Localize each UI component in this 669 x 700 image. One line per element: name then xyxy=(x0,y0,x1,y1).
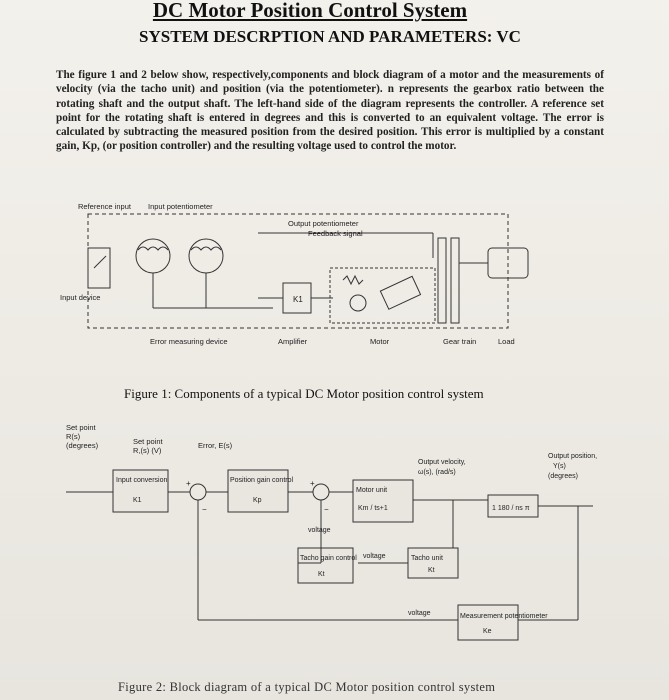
fig2-tacho-gain-block xyxy=(297,547,354,584)
fig2-tacho-unit-block xyxy=(407,547,459,579)
fig2-label-motor-unit-tf: Km / ts+1 xyxy=(358,505,388,512)
fig2-label-voltage-3: voltage xyxy=(408,610,431,617)
fig2-label-gear: 1 180 / ns π xyxy=(492,505,530,512)
fig2-input-conversion-block xyxy=(112,469,169,513)
fig1-gear-icon xyxy=(437,237,447,324)
fig1-label-amplifier: Amplifier xyxy=(278,337,308,346)
fig2-label-output-position: Output position, xyxy=(548,453,597,460)
fig1-motor-icon xyxy=(379,275,422,310)
fig1-label-k1: K1 xyxy=(293,295,303,304)
fig2-summing-junction-1 xyxy=(189,483,207,501)
document-subtitle: SYSTEM DESCRPTION AND PARAMETERS: VC xyxy=(139,27,521,46)
fig1-motor-coil xyxy=(349,294,367,312)
fig2-label-voltage-2: voltage xyxy=(363,553,386,560)
fig2-label-tacho-gain: Tacho gain control xyxy=(300,555,357,562)
fig2-measurement-pot-block xyxy=(457,604,519,641)
fig2-label-tacho-unit-k: Kt xyxy=(428,567,435,574)
fig1-label-motor: Motor xyxy=(370,337,390,346)
fig2-label-output-velocity: Output velocity, xyxy=(418,459,466,466)
fig1-input-pot-icon xyxy=(135,238,171,274)
figure2-caption: Figure 2: Block diagram of a typical DC … xyxy=(118,680,496,694)
document-title: DC Motor Position Control System xyxy=(152,0,468,22)
fig2-label-set-point-unit: (degrees) xyxy=(66,441,99,450)
fig2-label-tacho-unit: Tacho unit xyxy=(411,555,443,562)
fig1-output-pot-icon xyxy=(188,238,224,274)
fig2-label-input-conversion: Input conversion xyxy=(116,477,167,484)
fig2-position-gain-block xyxy=(227,469,289,513)
description-paragraph: The figure 1 and 2 below show, respectiv… xyxy=(56,69,604,153)
fig1-label-input-pot: Input potentiometer xyxy=(148,202,213,211)
fig2-label-position-gain: Position gain control xyxy=(230,477,293,484)
fig2-plus-sign-1: + xyxy=(186,479,191,488)
fig2-label-measurement-pot: Measurement potentiometer xyxy=(460,613,548,620)
fig1-label-gear-train: Gear train xyxy=(443,337,476,346)
figure2-block-diagram: Set point R(s) (degrees) Set point R,(s)… xyxy=(66,423,597,641)
fig2-label-error: Error, E(s) xyxy=(198,441,233,450)
fig1-input-device xyxy=(87,247,111,289)
fig1-label-input-device: Input device xyxy=(60,293,100,302)
figure1-components-diagram: Reference input Input potentiometer Outp… xyxy=(60,202,529,346)
fig2-motor-unit-block xyxy=(352,479,414,523)
fig1-dashed-frame xyxy=(87,213,509,329)
fig1-label-output-pot: Output potentiometer xyxy=(288,219,359,228)
fig1-label-feedback: Feedback signal xyxy=(308,229,363,238)
fig2-label-set-point-v: Set point xyxy=(133,437,164,446)
fig2-summing-junction-2 xyxy=(312,483,330,501)
fig2-label-voltage-1: voltage xyxy=(308,527,331,534)
fig1-resistor xyxy=(342,274,364,286)
fig2-plus-sign-2: + xyxy=(310,479,315,488)
fig2-label-output-position-unit: (degrees) xyxy=(548,473,578,480)
fig2-label-position-gain-k: Kp xyxy=(253,497,262,504)
fig2-label-output-velocity-sym: ω(s), (rad/s) xyxy=(418,469,456,476)
fig2-label-set-point-v-sym: R,(s) (V) xyxy=(133,446,162,455)
fig2-label-set-point: Set point xyxy=(66,423,97,432)
fig2-label-measurement-pot-k: Ke xyxy=(483,628,492,635)
figure1-caption: Figure 1: Components of a typical DC Mot… xyxy=(124,386,484,401)
fig2-minus-sign-2: − xyxy=(324,505,329,514)
fig2-label-output-position-sym: Y(s) xyxy=(553,463,566,470)
fig1-label-load: Load xyxy=(498,337,515,346)
fig2-label-input-conversion-k: K1 xyxy=(133,497,142,504)
fig1-label-reference-input: Reference input xyxy=(78,202,132,211)
fig1-label-error-device: Error measuring device xyxy=(150,337,228,346)
fig2-minus-sign-1: − xyxy=(202,505,207,514)
fig2-label-motor-unit: Motor unit xyxy=(356,487,387,494)
fig2-label-set-point-r: R(s) xyxy=(66,432,81,441)
fig2-label-tacho-gain-k: Kt xyxy=(318,571,325,578)
